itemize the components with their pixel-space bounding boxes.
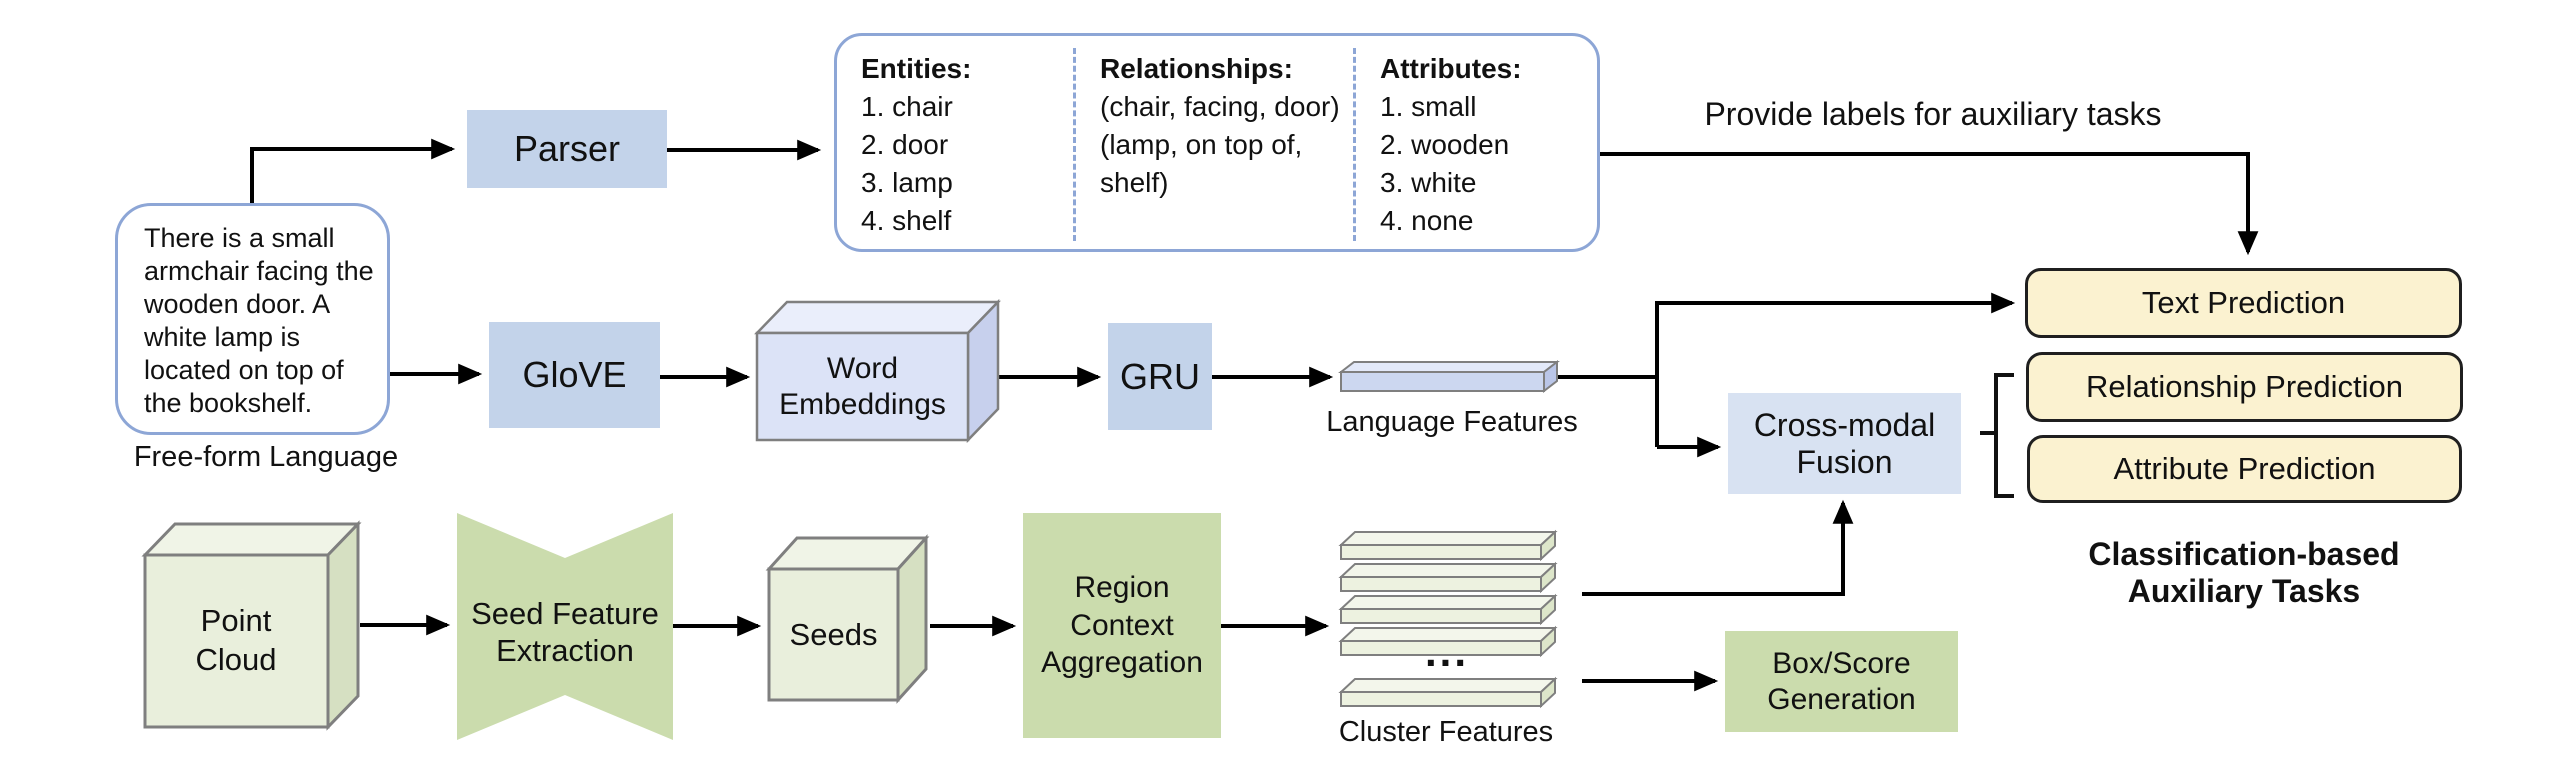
box-score-generation-box: Box/Score Generation [1725,631,1958,732]
entity-item: 4. shelf [861,205,952,236]
arrow-clusters-to-fusion [1582,499,1854,596]
language-features-bar [1338,359,1560,394]
point-cloud-label: Point Cloud [195,603,277,677]
attribute-item: 4. none [1380,205,1474,236]
relationship-item: (lamp, on top of, shelf) [1100,129,1303,198]
parser-box: Parser [467,110,667,188]
cluster-bar [1338,625,1558,658]
relationships-header: Relationships: [1100,53,1293,84]
attribute-item: 1. small [1380,91,1477,122]
entity-item: 2. door [861,129,949,160]
attribute-item: 2. wooden [1380,129,1510,160]
attributes-header: Attributes: [1380,53,1522,84]
relationships-column: Relationships: (chair, facing, door) (la… [1073,48,1353,241]
seed-feature-extraction-shape [457,513,673,740]
fusion-output-bracket [1980,373,2014,498]
entities-header: Entities: [861,53,972,84]
word-embeddings-cube [754,298,1001,444]
cluster-bar [1338,529,1558,562]
seeds-cube [765,534,930,704]
cluster-features-label: Cluster Features [1338,716,1554,748]
region-context-aggregation-box: Region Context Aggregation [1023,513,1221,738]
seed-feature-extraction-label: Seed Feature Extraction [471,595,659,668]
gru-box: GRU [1108,323,1212,430]
cluster-bar [1338,676,1558,709]
cross-modal-fusion-box: Cross-modal Fusion [1728,393,1961,494]
seeds-label: Seeds [789,616,878,652]
freeform-language-box: There is a small armchair facing the woo… [115,203,390,435]
entity-item: 1. chair [861,91,953,122]
entity-item: 3. lamp [861,167,953,198]
word-embeddings-label: Word Embeddings [779,351,946,421]
freeform-language-text: There is a small armchair facing the woo… [144,223,374,418]
language-features-label: Language Features [1326,406,1578,438]
attributes-column: Attributes: 1. small 2. wooden 3. white … [1353,48,1597,241]
auxiliary-tasks-caption: Classification-based Auxiliary Tasks [2088,536,2400,609]
point-cloud-cube [141,520,362,731]
relationship-prediction-box: Relationship Prediction [2026,352,2463,422]
arrow-labels-to-text-prediction [1600,152,2259,256]
cluster-ellipsis: ... [1424,628,1469,675]
attribute-prediction-box: Attribute Prediction [2027,435,2462,503]
relationship-item: (chair, facing, door) [1100,91,1340,122]
provide-labels-caption: Provide labels for auxiliary tasks [1704,96,2162,132]
freeform-language-label: Free-form Language [133,441,399,473]
cluster-features-stack [1338,529,1558,709]
arrow-junction-to-text-prediction [1655,292,2016,447]
parse-result-panel: Entities: 1. chair 2. door 3. lamp 4. sh… [834,33,1600,252]
text-prediction-box: Text Prediction [2025,268,2462,338]
glove-box: GloVE [489,322,660,428]
arrow-freeform-to-parser [250,138,456,204]
cluster-bar [1338,593,1558,626]
cluster-bar [1338,561,1558,594]
entities-column: Entities: 1. chair 2. door 3. lamp 4. sh… [837,48,1073,241]
attribute-item: 3. white [1380,167,1477,198]
